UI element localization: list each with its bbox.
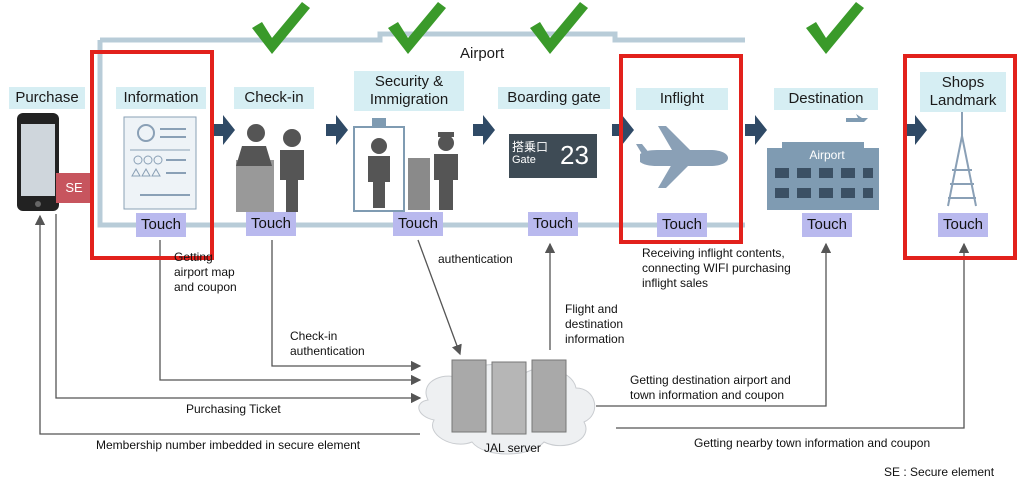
- note-membership: Membership number imbedded in secure ele…: [96, 438, 361, 452]
- destination-airport-icon: [767, 114, 879, 210]
- note-inflight-line1: Receiving inflight contents,: [642, 246, 785, 260]
- gate-sign-gate: Gate: [512, 154, 536, 166]
- process-arrows: [213, 115, 927, 145]
- touch-boarding[interactable]: Touch: [528, 212, 578, 236]
- stage-label-security-line2: Immigration: [369, 91, 449, 108]
- stage-label-checkin: Check-in: [234, 87, 314, 109]
- highlight-information: [90, 50, 214, 260]
- note-inflight-line3: inflight sales: [642, 276, 709, 290]
- boarding-gate-sign: [509, 134, 597, 178]
- stage-label-security: Security & Immigration: [354, 71, 464, 111]
- stage-label-shops-line1: Shops: [941, 74, 985, 91]
- stage-label-information: Information: [116, 87, 206, 109]
- connector: [159, 240, 422, 386]
- stage-label-destination: Destination: [774, 88, 878, 110]
- touch-destination[interactable]: Touch: [802, 213, 852, 237]
- note-dest-line2: town information and coupon: [630, 388, 785, 402]
- note-inflight-services: Receiving inflight contents, connecting …: [642, 246, 791, 291]
- note-inflight-line2: connecting WIFI purchasing: [642, 261, 791, 275]
- destination-airport-sign: Airport: [809, 148, 845, 162]
- small-plane-icon: [846, 114, 868, 122]
- checkmark-icon: [252, 2, 310, 54]
- touch-checkin[interactable]: Touch: [246, 212, 296, 236]
- note-checkin-auth-line1: Check-in: [290, 329, 338, 343]
- note-authentication: authentication: [438, 252, 513, 266]
- note-flight-line2: destination: [565, 317, 624, 331]
- checkmark-icon: [530, 2, 588, 54]
- note-nearby-town: Getting nearby town information and coup…: [694, 436, 931, 450]
- note-dest-line1: Getting destination airport and: [630, 373, 791, 387]
- stage-label-shops: Shops Landmark: [920, 72, 1006, 112]
- process-arrow: [473, 115, 495, 145]
- airplane-icon: [636, 126, 728, 188]
- smartphone-icon: [17, 113, 59, 211]
- note-flight-line3: information: [565, 332, 625, 346]
- gate-sign-number: 23: [560, 140, 589, 170]
- process-arrow: [905, 115, 927, 145]
- connector: [596, 242, 832, 407]
- touch-shops[interactable]: Touch: [938, 213, 988, 237]
- note-destination-info: Getting destination airport and town inf…: [630, 373, 791, 403]
- touch-inflight[interactable]: Touch: [657, 213, 707, 237]
- process-arrow: [213, 115, 235, 145]
- touch-security[interactable]: Touch: [393, 212, 443, 236]
- checkin-counter-icon: [236, 124, 304, 212]
- note-getting-map-line1: Getting: [174, 250, 213, 264]
- checkmark-icon: [806, 2, 864, 54]
- stage-label-purchase: Purchase: [9, 87, 85, 109]
- security-gate-icon: [353, 118, 458, 212]
- stage-label-boarding: Boarding gate: [498, 87, 610, 109]
- connectors: [34, 214, 970, 435]
- server-label: JAL server: [484, 441, 541, 455]
- checkmark-icon: [388, 2, 446, 54]
- highlight-shops: [903, 54, 1017, 260]
- stage-label-shops-line2: Landmark: [929, 92, 997, 109]
- checkmark-icons: [252, 2, 864, 54]
- connector: [417, 239, 462, 356]
- note-getting-map-line2: airport map: [174, 265, 235, 279]
- airport-label: Airport: [460, 45, 505, 62]
- process-arrow: [326, 115, 348, 145]
- tower-landmark-icon: [947, 112, 977, 207]
- connector: [55, 214, 422, 404]
- note-getting-map: Getting airport map and coupon: [174, 250, 237, 295]
- process-arrow: [612, 115, 634, 145]
- note-flight-line1: Flight and: [565, 302, 618, 316]
- gate-sign-jp: 搭乗口: [512, 140, 549, 154]
- footnote-se: SE : Secure element: [884, 465, 995, 479]
- information-panel-icon: [123, 116, 197, 210]
- se-badge: SE: [56, 173, 92, 203]
- touch-information[interactable]: Touch: [136, 213, 186, 237]
- connector: [34, 214, 420, 435]
- note-checkin-authentication: Check-in authentication: [290, 329, 365, 359]
- connector: [271, 240, 422, 372]
- process-arrow: [745, 115, 767, 145]
- connector: [616, 242, 970, 429]
- note-getting-map-line3: and coupon: [174, 280, 237, 294]
- highlight-inflight: [619, 54, 743, 244]
- note-flight-destination: Flight and destination information: [565, 302, 624, 347]
- server-icon: [418, 359, 596, 455]
- note-checkin-auth-line2: authentication: [290, 344, 365, 358]
- stage-label-security-line1: Security &: [374, 73, 444, 90]
- gate-sign-text: 搭乗口 Gate: [512, 140, 548, 167]
- note-purchasing-ticket: Purchasing Ticket: [186, 402, 281, 416]
- stage-label-inflight: Inflight: [636, 88, 728, 110]
